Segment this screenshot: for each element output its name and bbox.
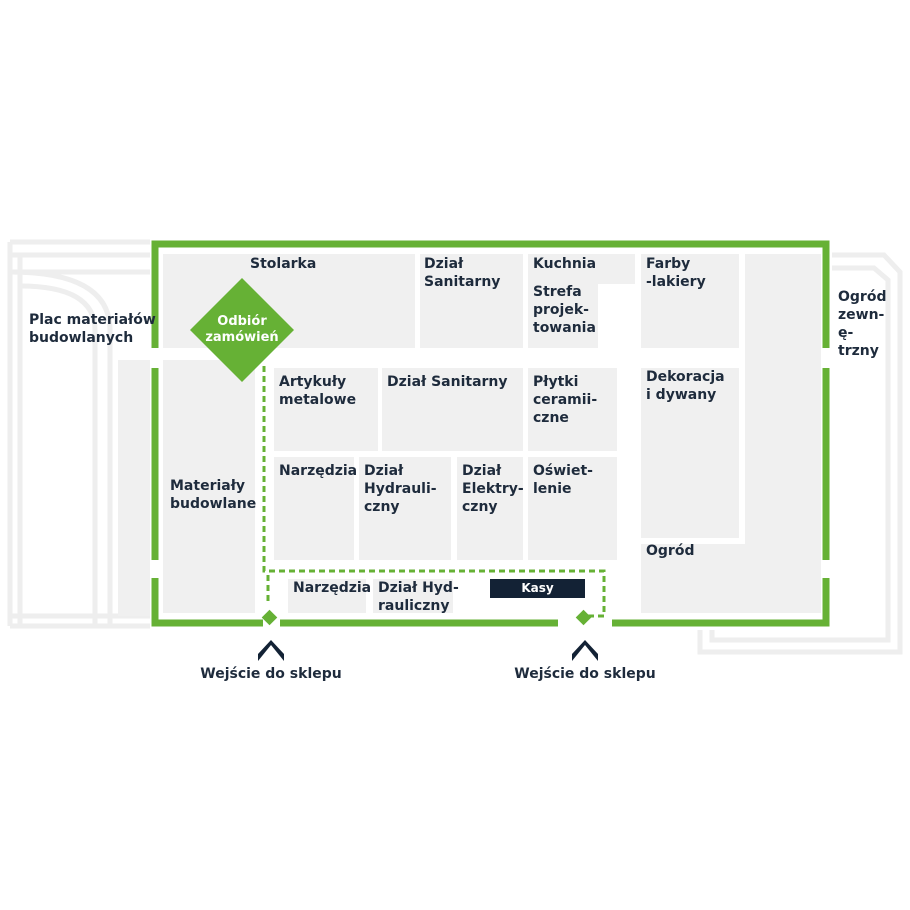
zone-decoration xyxy=(641,368,739,538)
zone-garden xyxy=(641,544,821,613)
entrance-arrow-icon xyxy=(572,640,598,661)
yard-bar-left xyxy=(118,360,150,616)
zone-lighting xyxy=(528,457,617,560)
diamond-marker-icon xyxy=(190,278,294,382)
dept-hydraulics-mid[interactable]: Dział Hydrauli- czny xyxy=(364,463,437,515)
dept-paints[interactable]: Farby -lakiery xyxy=(646,256,706,290)
dept-tools-bottom[interactable]: Narzędzia xyxy=(293,580,372,596)
entrance-arrow-icon xyxy=(258,640,284,661)
outdoor-garden-outline xyxy=(697,252,903,655)
entrance-right-label[interactable]: Wejście do sklepu xyxy=(514,666,656,682)
dept-lighting[interactable]: Oświet- lenie xyxy=(533,463,593,497)
dept-decoration[interactable]: Dekoracja i dywany xyxy=(646,369,725,403)
dept-garden[interactable]: Ogród xyxy=(646,543,695,559)
checkout-label[interactable]: Kasy xyxy=(490,579,585,598)
dept-building-materials[interactable]: Materiały budowlane xyxy=(170,478,257,512)
zone-right-corridor xyxy=(745,254,821,561)
dept-tiles[interactable]: Płytki ceramii- czne xyxy=(533,374,598,426)
dept-joinery[interactable]: Stolarka xyxy=(250,256,317,272)
dept-sanitary-mid[interactable]: Dział Sanitarny xyxy=(387,374,508,390)
outdoor-garden-label: Ogród zewn- ę- trzny xyxy=(838,289,887,359)
dept-metal-items[interactable]: Artykuły metalowe xyxy=(279,374,357,408)
entrance-right-marker xyxy=(575,609,592,626)
entrance-left-label[interactable]: Wejście do sklepu xyxy=(200,666,342,682)
pickup-route xyxy=(262,366,606,618)
zone-sanitary-mid xyxy=(382,368,523,451)
zone-sanitary-top xyxy=(420,254,523,348)
zone-tiles xyxy=(528,368,617,451)
zone-tools-mid xyxy=(274,457,354,560)
dept-kitchen[interactable]: Kuchnia xyxy=(533,256,597,272)
entrance-left-marker xyxy=(261,609,278,626)
pickup-marker[interactable] xyxy=(190,278,294,382)
dept-tools-mid[interactable]: Narzędzia xyxy=(279,463,358,479)
zone-hydraulics-bottom xyxy=(373,579,453,613)
dept-electrical[interactable]: Dział Elektry- czny xyxy=(462,463,524,515)
zone-white-cuts xyxy=(528,284,745,538)
zone-tools-bottom xyxy=(288,579,366,613)
pickup-label[interactable]: Odbiór zamówień xyxy=(205,314,279,345)
dept-design-zone[interactable]: Strefa projek- towania xyxy=(533,284,596,336)
zone-paints xyxy=(641,254,739,348)
department-zones xyxy=(163,254,821,613)
dept-hydraulics-bottom[interactable]: Dział Hyd- rauliczny xyxy=(378,580,459,614)
zone-left-column xyxy=(163,360,255,613)
building-yard-label: Plac materiałów budowlanych xyxy=(29,312,156,346)
zone-electrical xyxy=(457,457,523,560)
zone-metal xyxy=(274,368,378,451)
zone-hydraulics-mid xyxy=(359,457,451,560)
dept-sanitary-top[interactable]: Dział Sanitarny xyxy=(424,256,501,290)
building-yard-outline xyxy=(7,239,150,629)
store-walls xyxy=(151,240,830,627)
